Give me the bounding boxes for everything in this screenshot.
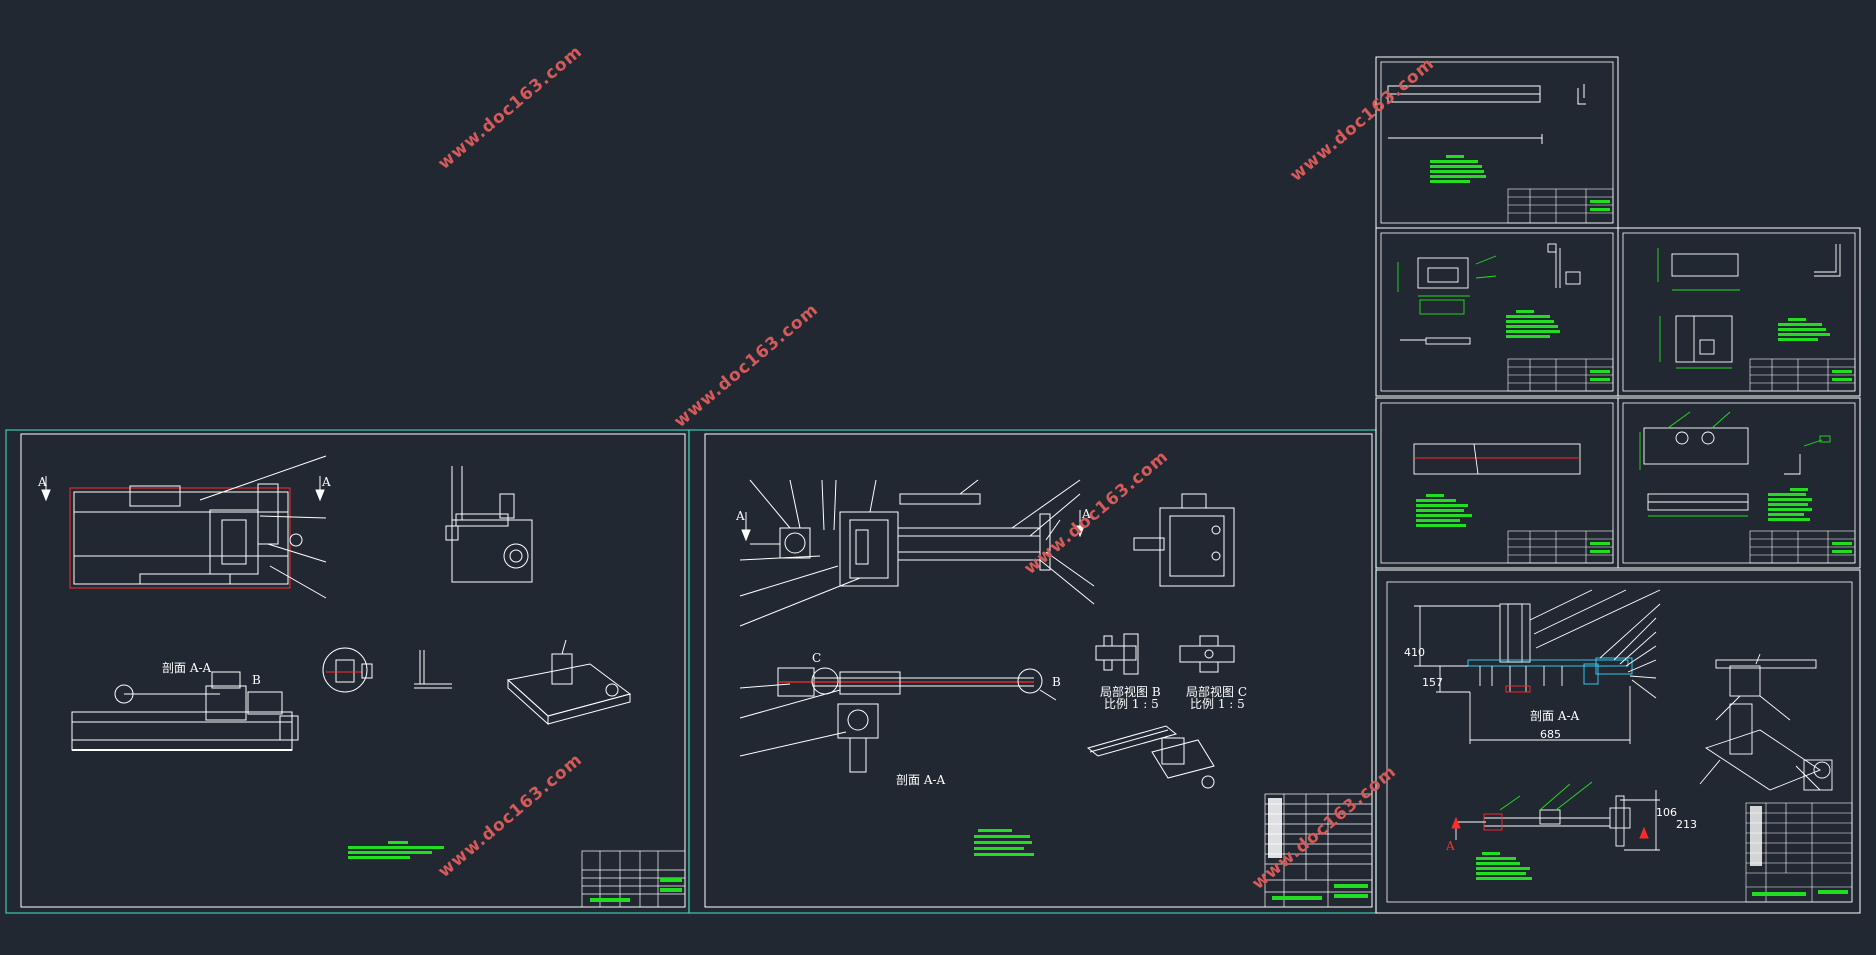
sheet-assembly-section-label: 剖面 A-A: [1530, 709, 1580, 723]
sheet-2-detail-b-scale: 比例 1 : 5: [1104, 697, 1159, 711]
sheet-5-part-drawing: [1657, 244, 1841, 369]
sheet-3[interactable]: [1375, 56, 1619, 229]
sheet-5-outer-frame: [1617, 227, 1861, 397]
sheet-1-detail-circle: [322, 647, 373, 693]
sheet-assembly-dim-inner: 157: [1422, 676, 1443, 689]
watermark-2: www.doc163.com: [670, 300, 822, 432]
sheet-5-title-block: [1749, 358, 1856, 392]
sheet-6-part-drawing: [1413, 443, 1581, 475]
watermark-4: www.doc163.com: [1286, 54, 1438, 186]
sheet-6-technical-notes: [1416, 494, 1472, 527]
sheet-2-marker-a-right: A: [1081, 507, 1091, 521]
sheet-2-section-label: 剖面 A-A: [896, 773, 946, 787]
sheet-3-part-drawing: [1387, 84, 1586, 144]
sheet-6-title-block: [1507, 530, 1614, 564]
sheet-7-inner-frame: [1622, 402, 1856, 564]
sheet-2-marker-b: B: [1052, 675, 1061, 689]
sheet-assembly-title-block: [1745, 802, 1853, 903]
sheet-assembly-front-view: [1414, 589, 1661, 744]
watermark-1: www.doc163.com: [434, 42, 586, 174]
sheet-assembly-section-view: [1451, 781, 1660, 851]
sheet-4-technical-notes: [1506, 310, 1560, 338]
sheet-6-inner-frame: [1380, 402, 1614, 564]
sheet-7[interactable]: [1617, 397, 1861, 569]
sheet-4[interactable]: [1375, 227, 1619, 397]
sheet-assembly-dim-213: 213: [1676, 818, 1697, 831]
sheet-2-detail-c: [1179, 635, 1235, 673]
sheet-2-detail-c-title: 局部视图 C: [1186, 684, 1247, 699]
sheet-2-detail-c-scale: 比例 1 : 5: [1190, 697, 1245, 711]
sheet-assembly-dim-width: 685: [1540, 728, 1561, 741]
watermarks: www.doc163.com www.doc163.com www.doc163…: [434, 42, 1438, 894]
sheet-1[interactable]: A A 剖面 A-A B: [5, 429, 690, 914]
sheet-7-part-drawing: [1639, 411, 1831, 517]
sheet-3-title-block: [1507, 188, 1614, 224]
watermark-3: www.doc163.com: [1020, 447, 1172, 579]
sheet-assembly-dim-height: 410: [1404, 646, 1425, 659]
watermark-5: www.doc163.com: [434, 750, 586, 882]
sheet-5-inner-frame: [1622, 232, 1856, 392]
sheet-7-technical-notes: [1768, 488, 1812, 521]
sheet-assembly-outer-frame: [1375, 569, 1861, 914]
sheet-assembly-isometric-view: [1699, 653, 1833, 791]
sheet-2-technical-notes: [974, 829, 1034, 856]
sheet-1-marker-a-left: A: [37, 475, 47, 489]
sheet-1-inner-frame: [20, 433, 686, 908]
sheet-1-marker-b: B: [252, 673, 261, 687]
sheet-assembly-dim-106: 106: [1656, 806, 1677, 819]
sheet-2[interactable]: A A C B 剖面 A: [688, 429, 1377, 914]
sheet-4-title-block: [1507, 358, 1614, 392]
sheet-1-section-view: [71, 671, 299, 751]
sheet-7-title-block: [1749, 530, 1856, 564]
sheet-1-isometric-view: [506, 639, 632, 726]
sheet-2-marker-a-left: A: [735, 509, 745, 523]
sheet-2-inner-frame: [704, 433, 1373, 908]
sheet-4-part-drawing: [1397, 243, 1581, 345]
sheet-1-title-block: [581, 850, 686, 908]
sheet-3-technical-notes: [1430, 155, 1486, 183]
sheet-3-inner-frame: [1380, 61, 1614, 224]
sheet-2-section-view: [739, 667, 1057, 773]
sheet-1-small-bracket: [414, 650, 452, 689]
sheet-assembly-inner-frame: [1386, 581, 1853, 903]
sheet-1-marker-a-right: A: [321, 475, 331, 489]
sheet-1-section-label: 剖面 A-A: [162, 661, 212, 675]
sheet-2-detail-b: [1095, 633, 1139, 675]
sheet-2-main-view: [739, 479, 1095, 627]
sheet-assembly-marker-a: A: [1445, 839, 1455, 853]
sheet-5[interactable]: [1617, 227, 1861, 397]
sheet-4-inner-frame: [1380, 232, 1614, 392]
sheet-2-isometric-view: [1086, 725, 1215, 789]
sheet-2-marker-c: C: [812, 651, 821, 665]
sheet-6-outer-frame: [1375, 397, 1619, 569]
sheet-6[interactable]: [1375, 397, 1619, 569]
sheet-1-side-view: [445, 466, 533, 583]
sheet-2-detail-b-title: 局部视图 B: [1100, 684, 1161, 699]
sheet-7-outer-frame: [1617, 397, 1861, 569]
sheet-assembly-technical-notes: [1476, 852, 1532, 880]
sheet-assembly[interactable]: 410 157 685 剖面 A-A: [1375, 569, 1861, 914]
sheet-2-side-view: [1133, 493, 1235, 587]
sheet-4-outer-frame: [1375, 227, 1619, 397]
sheet-5-technical-notes: [1778, 318, 1830, 341]
sheet-1-top-view: [41, 455, 327, 599]
sheet-2-title-block: [1264, 793, 1373, 908]
sheet-1-technical-notes: [348, 841, 444, 859]
